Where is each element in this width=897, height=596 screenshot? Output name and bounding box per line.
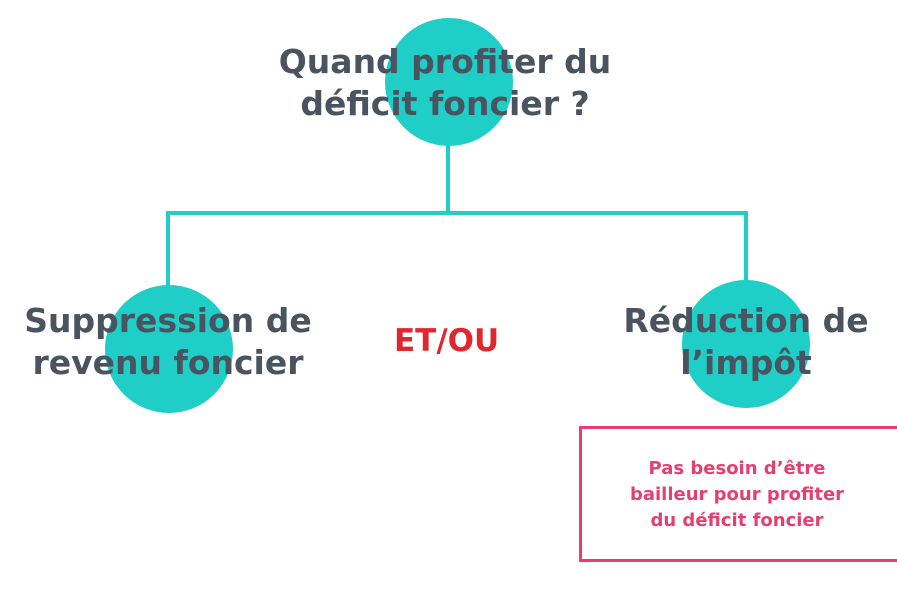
left-node-line-1: Suppression de [24, 301, 312, 340]
left-node-circle [105, 285, 233, 413]
note-line-1: Pas besoin d’être [648, 458, 826, 479]
and-or-connector: ET/OU [394, 323, 500, 359]
note-box [579, 426, 897, 562]
root-node-line-1: Quand profiter du [278, 42, 612, 81]
left-node-line-2: revenu foncier [32, 343, 304, 382]
left-branch-line [166, 211, 170, 291]
right-node-line-2: l’impôt [680, 343, 812, 382]
right-node-circle [682, 280, 810, 408]
note-line-3: du déficit foncier [650, 510, 824, 531]
left-node-label: Suppression de revenu foncier [8, 300, 328, 384]
note-line-2: bailleur pour profiter [629, 484, 845, 505]
right-branch-line [744, 211, 748, 286]
right-node-label: Réduction de l’impôt [606, 300, 886, 384]
root-node-line-2: déficit foncier ? [300, 84, 590, 123]
root-stem-line [446, 140, 450, 215]
root-node-circle [385, 18, 513, 146]
right-node-line-1: Réduction de [623, 301, 869, 340]
root-node-label: Quand profiter du déficit foncier ? [245, 41, 645, 125]
horizontal-branch-line [166, 211, 748, 215]
note-text: Pas besoin d’être bailleur pour profiter… [579, 456, 895, 534]
